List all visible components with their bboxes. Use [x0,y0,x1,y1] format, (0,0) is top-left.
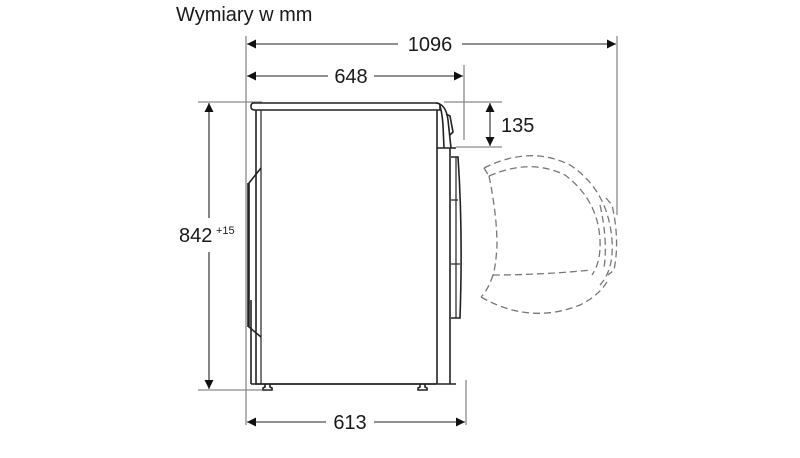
dimension-depth-top: 648 [247,66,463,88]
dimension-label-842: 842 [179,225,212,247]
appliance-side-view [247,102,462,391]
door-swing-outline [480,155,618,314]
dimension-height: 842 +15 [179,103,235,389]
dimension-tolerance: +15 [216,225,235,237]
dimension-panel-height: 135 [485,103,534,146]
dimension-label-1096: 1096 [408,34,453,56]
dimension-total-depth: 1096 [247,34,616,56]
dimension-depth-base: 613 [247,412,465,434]
dimension-label-648: 648 [334,66,367,88]
drawing-title: Wymiary w mm [176,4,313,26]
dimension-label-613: 613 [333,412,366,434]
dimension-label-135: 135 [501,115,534,137]
extension-lines [198,36,618,425]
